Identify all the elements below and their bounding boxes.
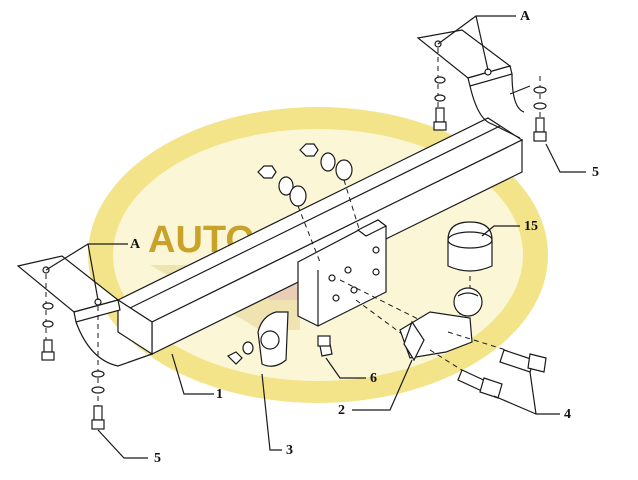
callout-6: 6 xyxy=(370,371,377,386)
center-mount-plate xyxy=(297,219,388,327)
callout-15: 15 xyxy=(524,219,538,234)
left-bolts-set xyxy=(41,274,105,430)
center-nuts-washers xyxy=(257,143,361,263)
plate-bolt xyxy=(317,335,333,357)
right-bolts-set xyxy=(433,48,547,142)
electrical-socket xyxy=(226,311,289,367)
callout-labels: A A 1 2 3 4 5 5 6 15 xyxy=(130,9,599,466)
callout-5-left: 5 xyxy=(154,451,161,466)
callout-5-right: 5 xyxy=(592,165,599,180)
callout-3: 3 xyxy=(286,443,293,458)
callout-4: 4 xyxy=(564,407,571,422)
callout-1: 1 xyxy=(216,387,223,402)
ball-mount-bolts xyxy=(429,331,547,399)
callout-2: 2 xyxy=(338,403,345,418)
callout-A-left: A xyxy=(130,237,141,252)
leader-lines xyxy=(45,15,586,459)
callout-A-top: A xyxy=(520,9,531,24)
ball-cover xyxy=(447,221,493,288)
ball-mount xyxy=(339,279,483,362)
